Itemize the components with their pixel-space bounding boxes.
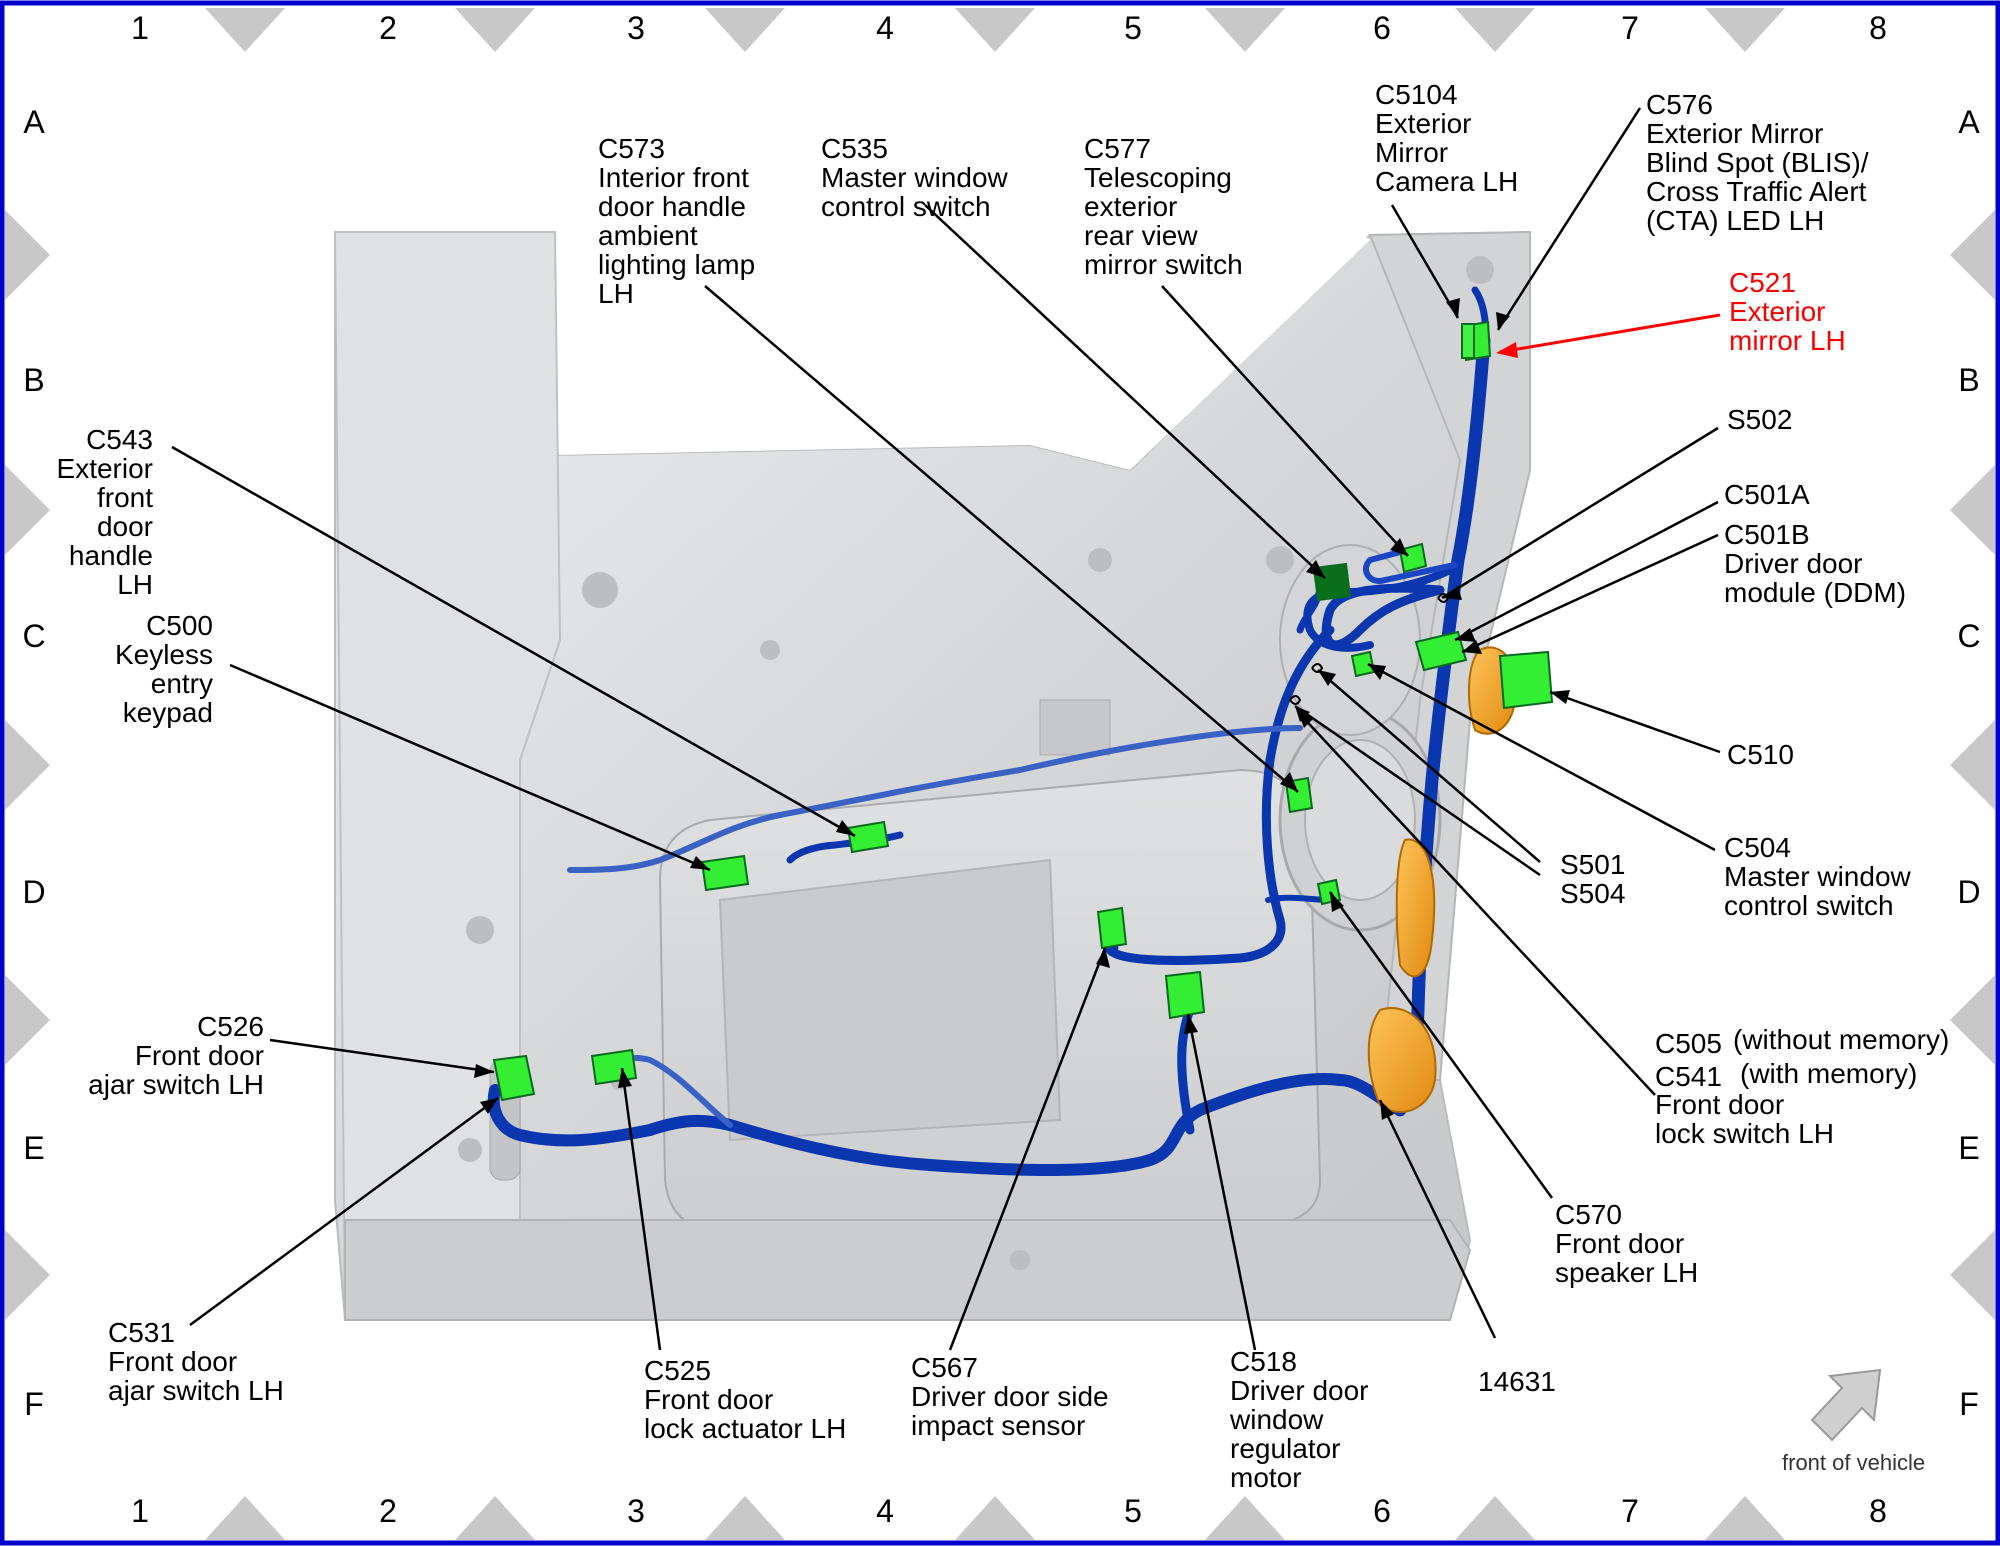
front-of-vehicle-label: front of vehicle [1782, 1450, 1926, 1475]
grid-row-d-left: D [22, 874, 46, 910]
grid-row-e-left: E [23, 1130, 45, 1166]
callout-s502: S502 [1727, 404, 1793, 435]
grid-column-8-top: 8 [1869, 10, 1887, 46]
grid-column-7-bottom: 7 [1621, 1493, 1639, 1529]
grid-column-4-top: 4 [876, 10, 894, 46]
callout-s501-s504: S501 S504 [1560, 849, 1626, 909]
connector-c5104 [1461, 323, 1475, 359]
callout-c505-code: C505 [1655, 1028, 1722, 1059]
highlight-arrowhead-c521 [1496, 342, 1518, 358]
callout-c501a: C501A [1724, 479, 1810, 510]
callout-c505-note: (without memory) [1733, 1024, 1950, 1055]
callout-c521: C521 Exterior mirror LH [1729, 267, 1846, 356]
grid-column-8-bottom: 8 [1869, 1493, 1887, 1529]
callout-c526: C526 Front door ajar switch LH [88, 1011, 264, 1100]
connector-c504 [1350, 650, 1376, 678]
grid-column-3-bottom: 3 [627, 1493, 645, 1529]
connector-c526 [492, 1054, 536, 1102]
grid-row-a-left: A [23, 104, 45, 140]
grid-row-c-left: C [22, 618, 46, 654]
door-latch-components [1367, 646, 1517, 1113]
grid-column-2-bottom: 2 [379, 1493, 397, 1529]
connectors [492, 320, 1554, 1102]
door-inner-panel [333, 230, 1531, 1321]
grid-column-5-bottom: 5 [1124, 1493, 1142, 1529]
grid-column-6-bottom: 6 [1373, 1493, 1391, 1529]
grid-row-d-right: D [1957, 874, 1981, 910]
grid-row-f-right: F [1959, 1386, 1979, 1422]
callout-c510: C510 [1727, 739, 1794, 770]
callout-c570: C570 Front door speaker LH [1555, 1199, 1699, 1288]
connector-c577 [1398, 542, 1428, 574]
grid-column-5-top: 5 [1124, 10, 1142, 46]
highlight-leader-c521 [1499, 313, 1721, 354]
callout-c567: C567 Driver door side impact sensor [911, 1352, 1109, 1441]
callout-c531: C531 Front door ajar switch LH [108, 1317, 284, 1406]
callout-c500: C500 Keyless entry keypad [114, 610, 213, 728]
callout-c505-desc: Front door lock switch LH [1655, 1089, 1834, 1149]
connector-c567 [1096, 906, 1128, 950]
callout-c518: C518 Driver door window regulator motor [1230, 1346, 1369, 1493]
callout-c576: C576 Exterior Mirror Blind Spot (BLIS)/ … [1646, 89, 1869, 236]
callout-c541-note: (with memory) [1740, 1058, 1918, 1089]
grid-column-1-top: 1 [131, 10, 149, 46]
grid-row-a-right: A [1958, 104, 1980, 140]
front-of-vehicle-arrow-icon [1810, 1368, 1882, 1442]
callout-c525: C525 Front door lock actuator LH [644, 1355, 847, 1444]
connector-c535 [1312, 562, 1352, 602]
connector-c501a [1414, 630, 1468, 672]
connector-c510 [1498, 650, 1554, 710]
callout-c543: C543 Exterior front door handle LH [56, 424, 153, 600]
grid-row-c-right: C [1957, 618, 1981, 654]
grid-row-b-right: B [1958, 362, 1980, 398]
grid-row-b-left: B [23, 362, 45, 398]
grid-column-1-bottom: 1 [131, 1493, 149, 1529]
connector-c543 [846, 820, 890, 854]
callout-c573: C573 Interior front door handle ambient … [598, 133, 756, 309]
callout-c504: C504 Master window control switch [1724, 832, 1911, 921]
callout-c5104: C5104 Exterior Mirror Camera LH [1375, 79, 1519, 197]
leader-arrowheads [474, 298, 1570, 1120]
grid-column-3-top: 3 [627, 10, 645, 46]
grid-column-6-top: 6 [1373, 10, 1391, 46]
connector-c525 [590, 1048, 638, 1086]
callout-c535: C535 Master window control switch [821, 133, 1008, 222]
grid-column-4-bottom: 4 [876, 1493, 894, 1529]
grid-markers [5, 8, 1995, 1540]
grid-column-7-top: 7 [1621, 10, 1639, 46]
grid-column-2-top: 2 [379, 10, 397, 46]
callout-c501b: C501B Driver door module (DDM) [1724, 519, 1907, 608]
callout-c541-code: C541 [1655, 1061, 1722, 1092]
grid-row-f-left: F [24, 1386, 44, 1422]
connector-c500 [700, 854, 750, 892]
leader-lines [171, 107, 1721, 1351]
connector-c518 [1164, 970, 1206, 1020]
callout-14631: 14631 [1478, 1366, 1556, 1397]
grid-row-e-right: E [1958, 1130, 1980, 1166]
callout-c577: C577 Telescoping exterior rear view mirr… [1084, 133, 1243, 280]
